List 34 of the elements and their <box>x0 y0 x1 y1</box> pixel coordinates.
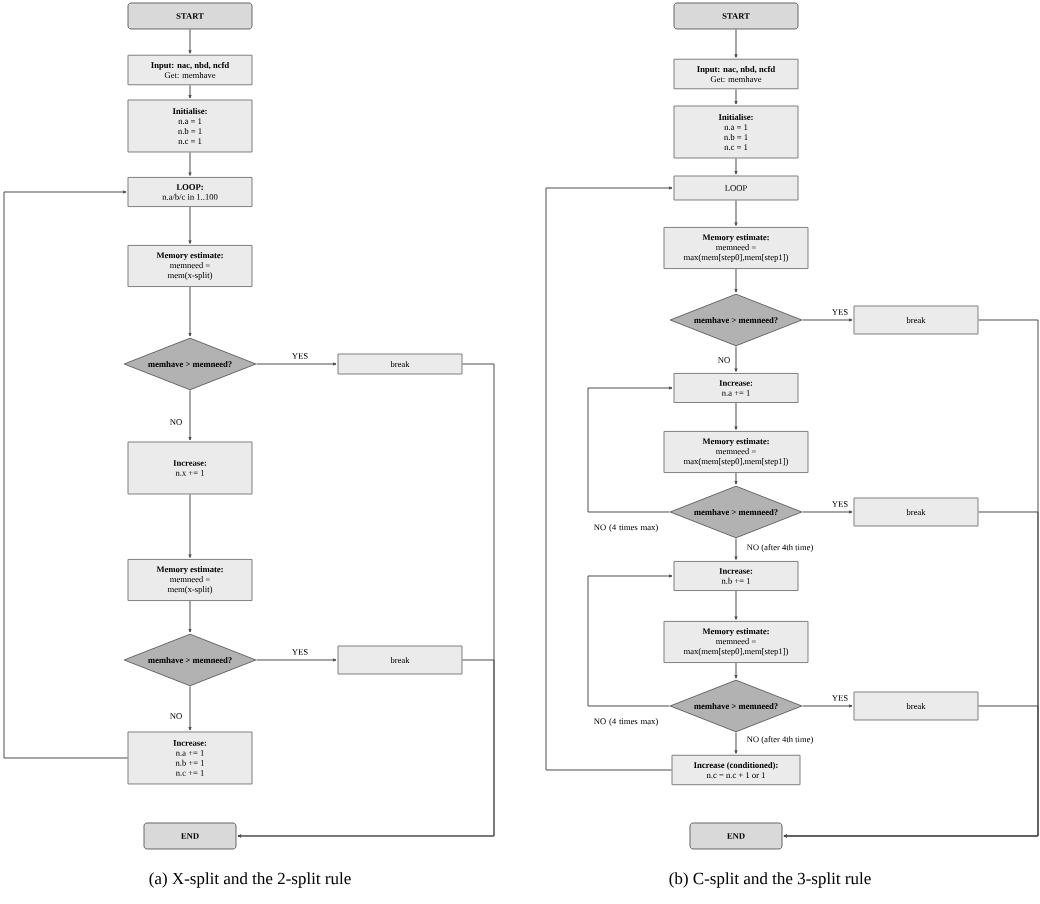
arrow <box>188 29 192 54</box>
arrow <box>734 200 738 226</box>
arrow <box>734 538 738 560</box>
arrow <box>734 590 738 620</box>
arrow <box>734 29 738 58</box>
arrow <box>188 494 192 558</box>
arrow <box>587 386 673 513</box>
arrow <box>188 600 192 633</box>
arrow <box>734 268 738 293</box>
arrow <box>734 402 738 430</box>
arrow <box>188 84 192 99</box>
arrow <box>802 510 853 514</box>
arrow <box>545 186 673 771</box>
arrow <box>734 346 738 372</box>
arrow <box>734 88 738 105</box>
arrow <box>188 152 192 176</box>
arrow <box>734 472 738 485</box>
arrow <box>188 686 192 731</box>
arrow <box>802 704 853 708</box>
arrow <box>802 318 853 322</box>
arrow <box>188 286 192 337</box>
arrow <box>188 206 192 244</box>
arrow <box>237 659 495 838</box>
arrow <box>734 732 738 754</box>
arrow <box>188 390 192 441</box>
arrow <box>783 705 1039 838</box>
subfigure-caption: (a) X-split and the 2-split rule <box>149 872 351 888</box>
arrow <box>734 662 738 679</box>
arrow <box>256 362 337 366</box>
arrow <box>587 574 673 707</box>
arrow <box>256 658 337 662</box>
subfigure-caption: (b) C-split and the 3-split rule <box>669 872 871 888</box>
arrow <box>3 190 128 759</box>
arrow <box>734 158 738 175</box>
